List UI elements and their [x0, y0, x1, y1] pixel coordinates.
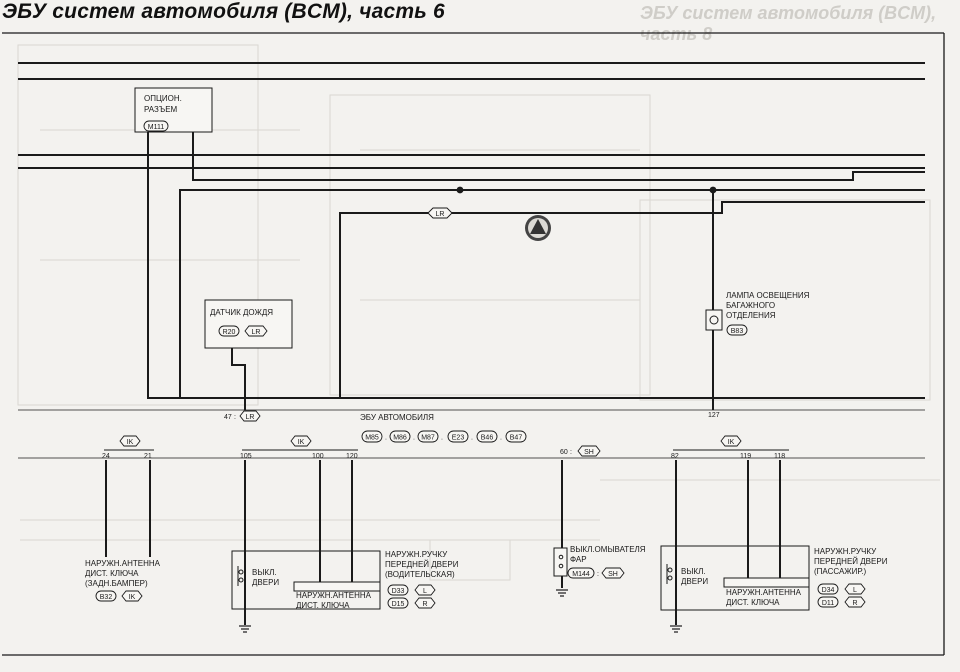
svg-text:24: 24: [102, 453, 110, 460]
svg-text:M87: M87: [421, 435, 435, 442]
headlamp-washer-switch: 60 : SH ВЫКЛ.ОМЫВАТЕЛЯ ФАР M144 : SH: [553, 445, 646, 597]
svg-text:ДВЕРИ: ДВЕРИ: [252, 578, 279, 587]
svg-text:118: 118: [774, 453, 785, 460]
svg-text:БАГАЖНОГО: БАГАЖНОГО: [726, 301, 775, 310]
svg-text:.: .: [413, 435, 415, 442]
svg-text:LR: LR: [436, 211, 445, 218]
svg-text:.: .: [385, 435, 387, 442]
svg-text:.: .: [471, 435, 473, 442]
frame: [2, 32, 945, 656]
svg-text::: :: [234, 414, 236, 421]
svg-text:D15: D15: [392, 601, 405, 608]
svg-text:SH: SH: [584, 449, 594, 456]
svg-text:IK: IK: [127, 439, 134, 446]
passenger-door-handle: IK 82 119 118 ВЫКЛ. ДВЕРИ НАРУЖН.АНТЕННА…: [660, 435, 888, 633]
svg-text:(ВОДИТЕЛЬСКАЯ): (ВОДИТЕЛЬСКАЯ): [385, 570, 455, 579]
svg-text:ДВЕРИ: ДВЕРИ: [681, 577, 708, 586]
trunk-lamp: ЛАМПА ОСВЕЩЕНИЯ БАГАЖНОГО ОТДЕЛЕНИЯ B83: [705, 190, 810, 410]
svg-text:ВЫКЛ.ОМЫВАТЕЛЯ: ВЫКЛ.ОМЫВАТЕЛЯ: [570, 545, 646, 554]
svg-text:ПЕРЕДНЕЙ ДВЕРИ: ПЕРЕДНЕЙ ДВЕРИ: [814, 557, 888, 566]
svg-text:R20: R20: [223, 329, 236, 336]
bcm-unit: ЭБУ АВТОМОБИЛЯ 47 : LR 127 M85 . M86 . M…: [18, 409, 925, 459]
logo-icon: [525, 215, 551, 241]
svg-text:НАРУЖН.РУЧКУ: НАРУЖН.РУЧКУ: [814, 547, 877, 556]
svg-text:M85: M85: [365, 435, 379, 442]
svg-text:ДАТЧИК ДОЖДЯ: ДАТЧИК ДОЖДЯ: [210, 308, 273, 317]
svg-text:ЛАМПА ОСВЕЩЕНИЯ: ЛАМПА ОСВЕЩЕНИЯ: [726, 291, 810, 300]
svg-text:НАРУЖН.АНТЕННА: НАРУЖН.АНТЕННА: [296, 591, 372, 600]
svg-text:R: R: [852, 600, 857, 607]
svg-text:100: 100: [312, 453, 324, 460]
svg-text:E23: E23: [452, 435, 465, 442]
svg-text:D34: D34: [822, 587, 835, 594]
svg-text:.: .: [500, 435, 502, 442]
svg-text:M86: M86: [393, 435, 407, 442]
svg-text:L: L: [853, 587, 857, 594]
svg-text:НАРУЖН.РУЧКУ: НАРУЖН.РУЧКУ: [385, 550, 448, 559]
svg-text:ЭБУ АВТОМОБИЛЯ: ЭБУ АВТОМОБИЛЯ: [360, 413, 434, 422]
svg-text:ОТДЕЛЕНИЯ: ОТДЕЛЕНИЯ: [726, 311, 776, 320]
svg-text:B83: B83: [731, 328, 744, 335]
svg-text:21: 21: [144, 453, 152, 460]
rain-sensor: ДАТЧИК ДОЖДЯ R20 LR: [204, 299, 293, 410]
splice-dot: [456, 186, 464, 194]
svg-text:47: 47: [224, 414, 232, 421]
svg-text:ДИСТ. КЛЮЧА: ДИСТ. КЛЮЧА: [726, 598, 780, 607]
option-connector: ОПЦИОН. РАЗЪЕМ M111: [134, 87, 213, 133]
svg-text:НАРУЖН.АНТЕННА: НАРУЖН.АНТЕННА: [85, 559, 161, 568]
svg-text:SH: SH: [608, 571, 618, 578]
driver-door-handle: IK 105 100 120 ВЫКЛ. ДВЕРИ НАРУЖН.АНТЕНН…: [231, 435, 459, 633]
svg-text:ФАР: ФАР: [570, 555, 587, 564]
svg-text:(ПАССАЖИР.): (ПАССАЖИР.): [814, 567, 866, 576]
svg-text:B46: B46: [481, 435, 494, 442]
svg-text:82: 82: [671, 453, 679, 460]
page-title: ЭБУ систем автомобиля (BCM), часть 6: [2, 0, 445, 23]
svg-text:ОПЦИОН.: ОПЦИОН.: [144, 94, 182, 103]
svg-text:РАЗЪЕМ: РАЗЪЕМ: [144, 105, 178, 114]
svg-text:LR: LR: [252, 329, 261, 336]
svg-text:.: .: [441, 435, 443, 442]
svg-text:D11: D11: [822, 600, 834, 607]
svg-text:120: 120: [346, 453, 358, 460]
svg-text:(ЗАДН.БАМПЕР): (ЗАДН.БАМПЕР): [85, 579, 148, 588]
svg-text:ПЕРЕДНЕЙ ДВЕРИ: ПЕРЕДНЕЙ ДВЕРИ: [385, 560, 459, 569]
svg-text::: :: [570, 449, 572, 456]
svg-text:119: 119: [740, 453, 751, 460]
svg-text:IK: IK: [129, 594, 136, 601]
svg-text:M144: M144: [572, 571, 590, 578]
rear-bumper-antenna: IK 24 21 НАРУЖН.АНТЕННА ДИСТ. КЛЮЧА (ЗАД…: [85, 435, 161, 602]
svg-text:127: 127: [708, 412, 720, 419]
background-bleed: [17, 44, 940, 581]
svg-text:ДИСТ. КЛЮЧА: ДИСТ. КЛЮЧА: [85, 569, 139, 578]
svg-text:105: 105: [240, 453, 252, 460]
svg-text:ВЫКЛ.: ВЫКЛ.: [681, 567, 706, 576]
svg-text:B47: B47: [510, 435, 523, 442]
svg-text:IK: IK: [728, 439, 735, 446]
svg-text:ДИСТ. КЛЮЧА: ДИСТ. КЛЮЧА: [296, 601, 350, 610]
svg-text:IK: IK: [298, 439, 305, 446]
svg-text:R: R: [422, 601, 427, 608]
svg-text::: :: [597, 571, 599, 578]
svg-text:M111: M111: [148, 124, 165, 131]
svg-text:ВЫКЛ.: ВЫКЛ.: [252, 568, 277, 577]
main-harness-wires: [18, 62, 925, 399]
svg-text:60: 60: [560, 449, 568, 456]
svg-text:D33: D33: [392, 588, 405, 595]
svg-text:L: L: [423, 588, 427, 595]
svg-text:LR: LR: [246, 414, 255, 421]
svg-text:B32: B32: [100, 594, 113, 601]
wire-label-lr-top: LR: [427, 207, 453, 219]
ghost-title: ЭБУ систем автомобиля (BCM), часть 8: [640, 3, 937, 44]
svg-text:НАРУЖН.АНТЕННА: НАРУЖН.АНТЕННА: [726, 588, 802, 597]
